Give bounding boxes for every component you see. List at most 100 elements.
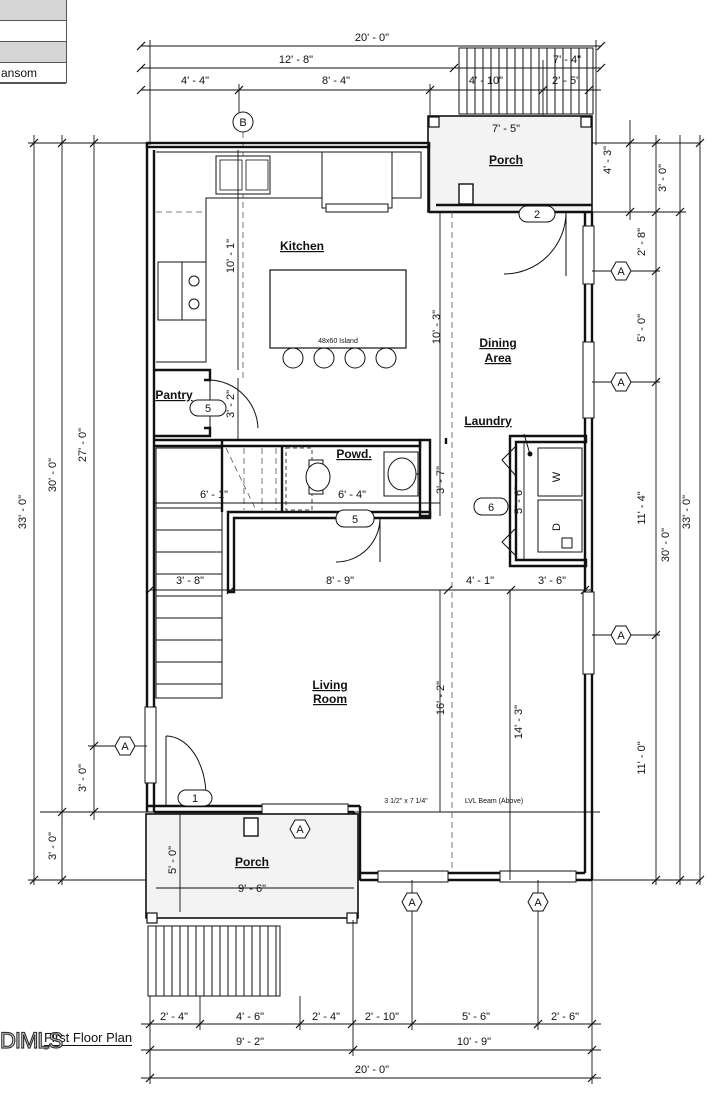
interior-dimensions	[145, 150, 592, 912]
top-porch-slab	[427, 115, 593, 213]
window-tag-a: A	[534, 897, 542, 909]
washer-label: W	[551, 471, 563, 482]
room-living-room: Room	[313, 692, 347, 706]
dim-bottom-overall: 20' - 0"	[355, 1064, 389, 1076]
dim-b8: 10' - 9"	[457, 1036, 491, 1048]
windows	[144, 225, 595, 883]
dim-b7: 9' - 2"	[236, 1036, 264, 1048]
dim-m4: 3' - 6"	[538, 575, 566, 587]
dim-living-v: 16' - 2"	[435, 681, 447, 715]
dim-l4: 3' - 0"	[77, 764, 89, 792]
room-porch-top: Porch	[489, 153, 523, 167]
bottom-porch-steps	[147, 925, 281, 997]
dim-r1: 3' - 0"	[657, 164, 669, 192]
room-dining-area: Area	[485, 351, 512, 365]
door-swings	[165, 211, 567, 806]
dim-porch-h: 4' - 3"	[602, 146, 614, 174]
window-tag-a: A	[617, 266, 625, 278]
dim-top-d: 8' - 4"	[322, 75, 350, 87]
dim-porch-b-w: 9' - 6"	[238, 883, 266, 895]
dim-powd-w: 6' - 4"	[338, 489, 366, 501]
grid-b-label: B	[239, 117, 246, 129]
room-living: Living	[312, 678, 347, 692]
dim-m1: 3' - 8"	[176, 575, 204, 587]
plan-title: First Floor Plan	[44, 1030, 133, 1046]
plan-scale-fragment: "	[44, 1046, 48, 1058]
dim-pantry-v: 3' - 2"	[225, 390, 237, 418]
dim-b6: 2' - 6"	[551, 1011, 579, 1023]
kitchen-island	[269, 269, 407, 349]
top-dimensions	[136, 40, 606, 145]
dim-b1: 2' - 4"	[160, 1011, 188, 1023]
window-tag-a: A	[296, 824, 304, 836]
kitchen-counters	[156, 151, 422, 363]
dim-b4: 2' - 10"	[365, 1011, 399, 1023]
dim-l1: 33' - 0"	[17, 495, 29, 529]
dim-porch-b-v: 5' - 0"	[167, 846, 179, 874]
dim-top-overall: 20' - 0"	[355, 32, 389, 44]
door-tag-5a: 5	[205, 403, 211, 415]
lantern-icon	[458, 183, 474, 205]
dim-powd-v: 3' - 7"	[435, 466, 447, 494]
dim-r6: 33' - 0"	[681, 495, 693, 529]
window-tag-a: A	[121, 741, 129, 753]
legend-table: ansom	[0, 0, 67, 84]
legend-row-transom: ansom	[0, 63, 66, 84]
room-porch-bottom: Porch	[235, 855, 269, 869]
legend-row	[0, 21, 66, 42]
dim-l2: 30' - 0"	[47, 458, 59, 492]
dim-l3: 27' - 0"	[77, 428, 89, 462]
beam-size-label: 3 1/2" x 7 1/4"	[384, 798, 428, 805]
window-tag-a: A	[617, 630, 625, 642]
dim-r3: 5' - 0"	[636, 314, 648, 342]
door-tags	[177, 205, 556, 807]
dim-r5: 30' - 0"	[660, 528, 672, 562]
dim-dining-v: 10' - 3"	[431, 310, 443, 344]
dim-b3: 2' - 4"	[312, 1011, 340, 1023]
dim-m3: 4' - 1"	[466, 575, 494, 587]
top-porch-steps	[458, 47, 594, 115]
left-dimensions	[29, 135, 99, 885]
door-tag-2: 2	[534, 209, 540, 221]
watermark-logo: DIMLS	[0, 1027, 64, 1053]
dim-r7: 11' - 0"	[636, 741, 648, 774]
window-tags	[88, 261, 660, 1030]
dim-b2: 4' - 6"	[236, 1011, 264, 1023]
room-powder: Powd.	[336, 447, 371, 461]
island-label: 48x60 Island	[318, 338, 358, 345]
laundry-fixtures	[501, 433, 583, 557]
beam-label: LVL Beam (Above)	[465, 798, 523, 805]
dim-top-e: 4' - 10"	[469, 75, 503, 87]
room-dining: Dining	[479, 336, 516, 350]
dim-top-c: 4' - 4"	[181, 75, 209, 87]
door-tag-6: 6	[488, 502, 494, 514]
room-laundry: Laundry	[464, 414, 512, 428]
powder-fixtures	[285, 447, 420, 563]
dim-r4: 11' - 4"	[636, 491, 648, 524]
dim-top-b: 7' - 4"	[553, 54, 581, 66]
right-dimensions	[592, 120, 705, 885]
dim-stair-w: 6' - 1"	[200, 489, 228, 501]
dim-l5: 3' - 0"	[47, 832, 59, 860]
dim-r2: 2' - 8"	[636, 228, 648, 256]
door-tag-5b: 5	[352, 514, 358, 526]
door-tag-1: 1	[192, 793, 198, 805]
dim-b5: 5' - 6"	[462, 1011, 490, 1023]
room-pantry: Pantry	[155, 388, 193, 402]
room-kitchen: Kitchen	[280, 239, 324, 253]
bottom-dimensions	[141, 880, 601, 1084]
dim-living-v2: 14' - 3"	[513, 705, 525, 739]
window-tag-a: A	[617, 377, 625, 389]
dim-porch-w: 7' - 5"	[492, 123, 520, 135]
legend-row	[0, 42, 66, 63]
pantry-walls	[154, 368, 259, 438]
dryer-label: D	[551, 523, 563, 531]
bar-stools	[282, 347, 397, 369]
window-tag-a: A	[408, 897, 416, 909]
dim-m2: 8' - 9"	[326, 575, 354, 587]
dim-top-f: 2' - 5"	[552, 75, 580, 87]
dim-kitchen-v: 10' - 1"	[225, 239, 237, 273]
dim-top-a: 12' - 8"	[279, 54, 313, 66]
stairs	[155, 447, 277, 699]
